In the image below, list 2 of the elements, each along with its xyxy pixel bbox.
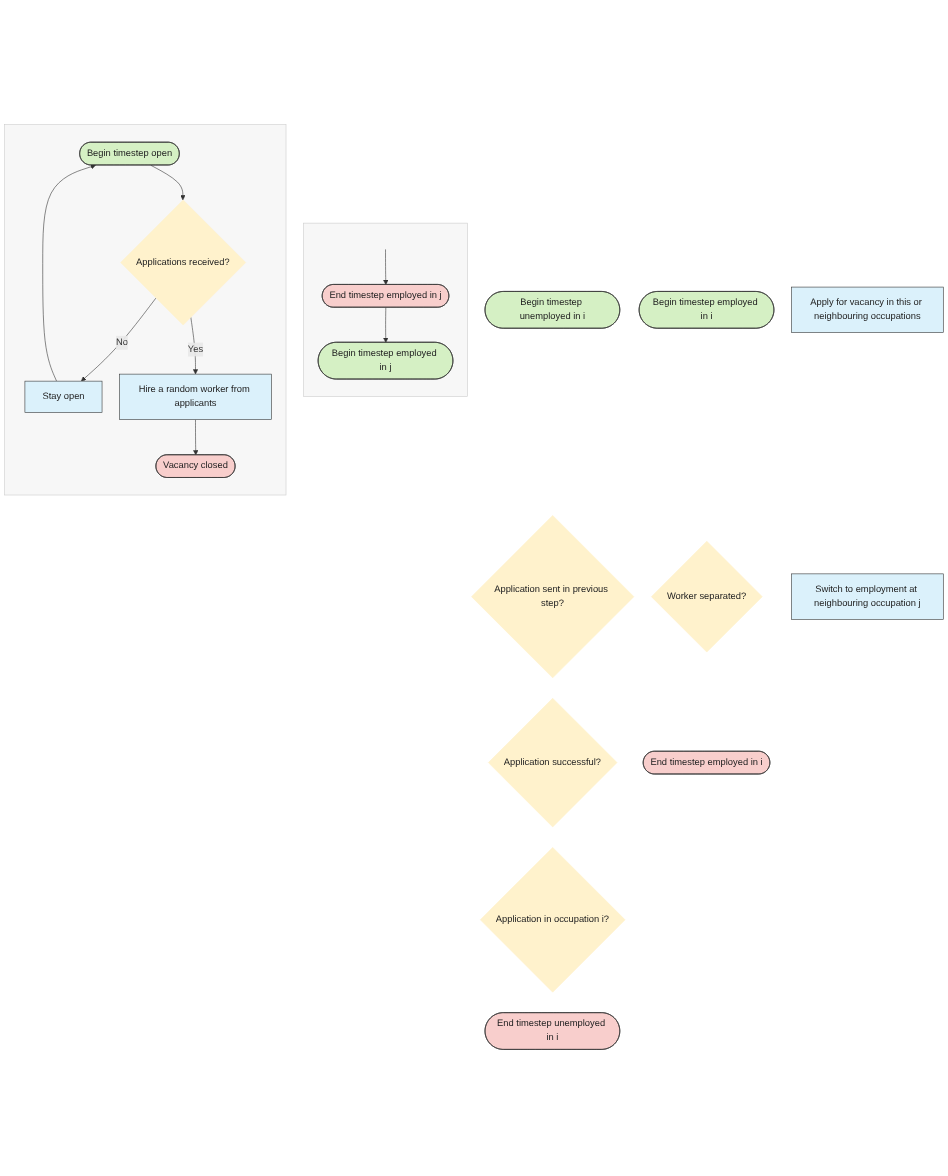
cluster <box>4 125 287 497</box>
cluster <box>303 223 468 398</box>
